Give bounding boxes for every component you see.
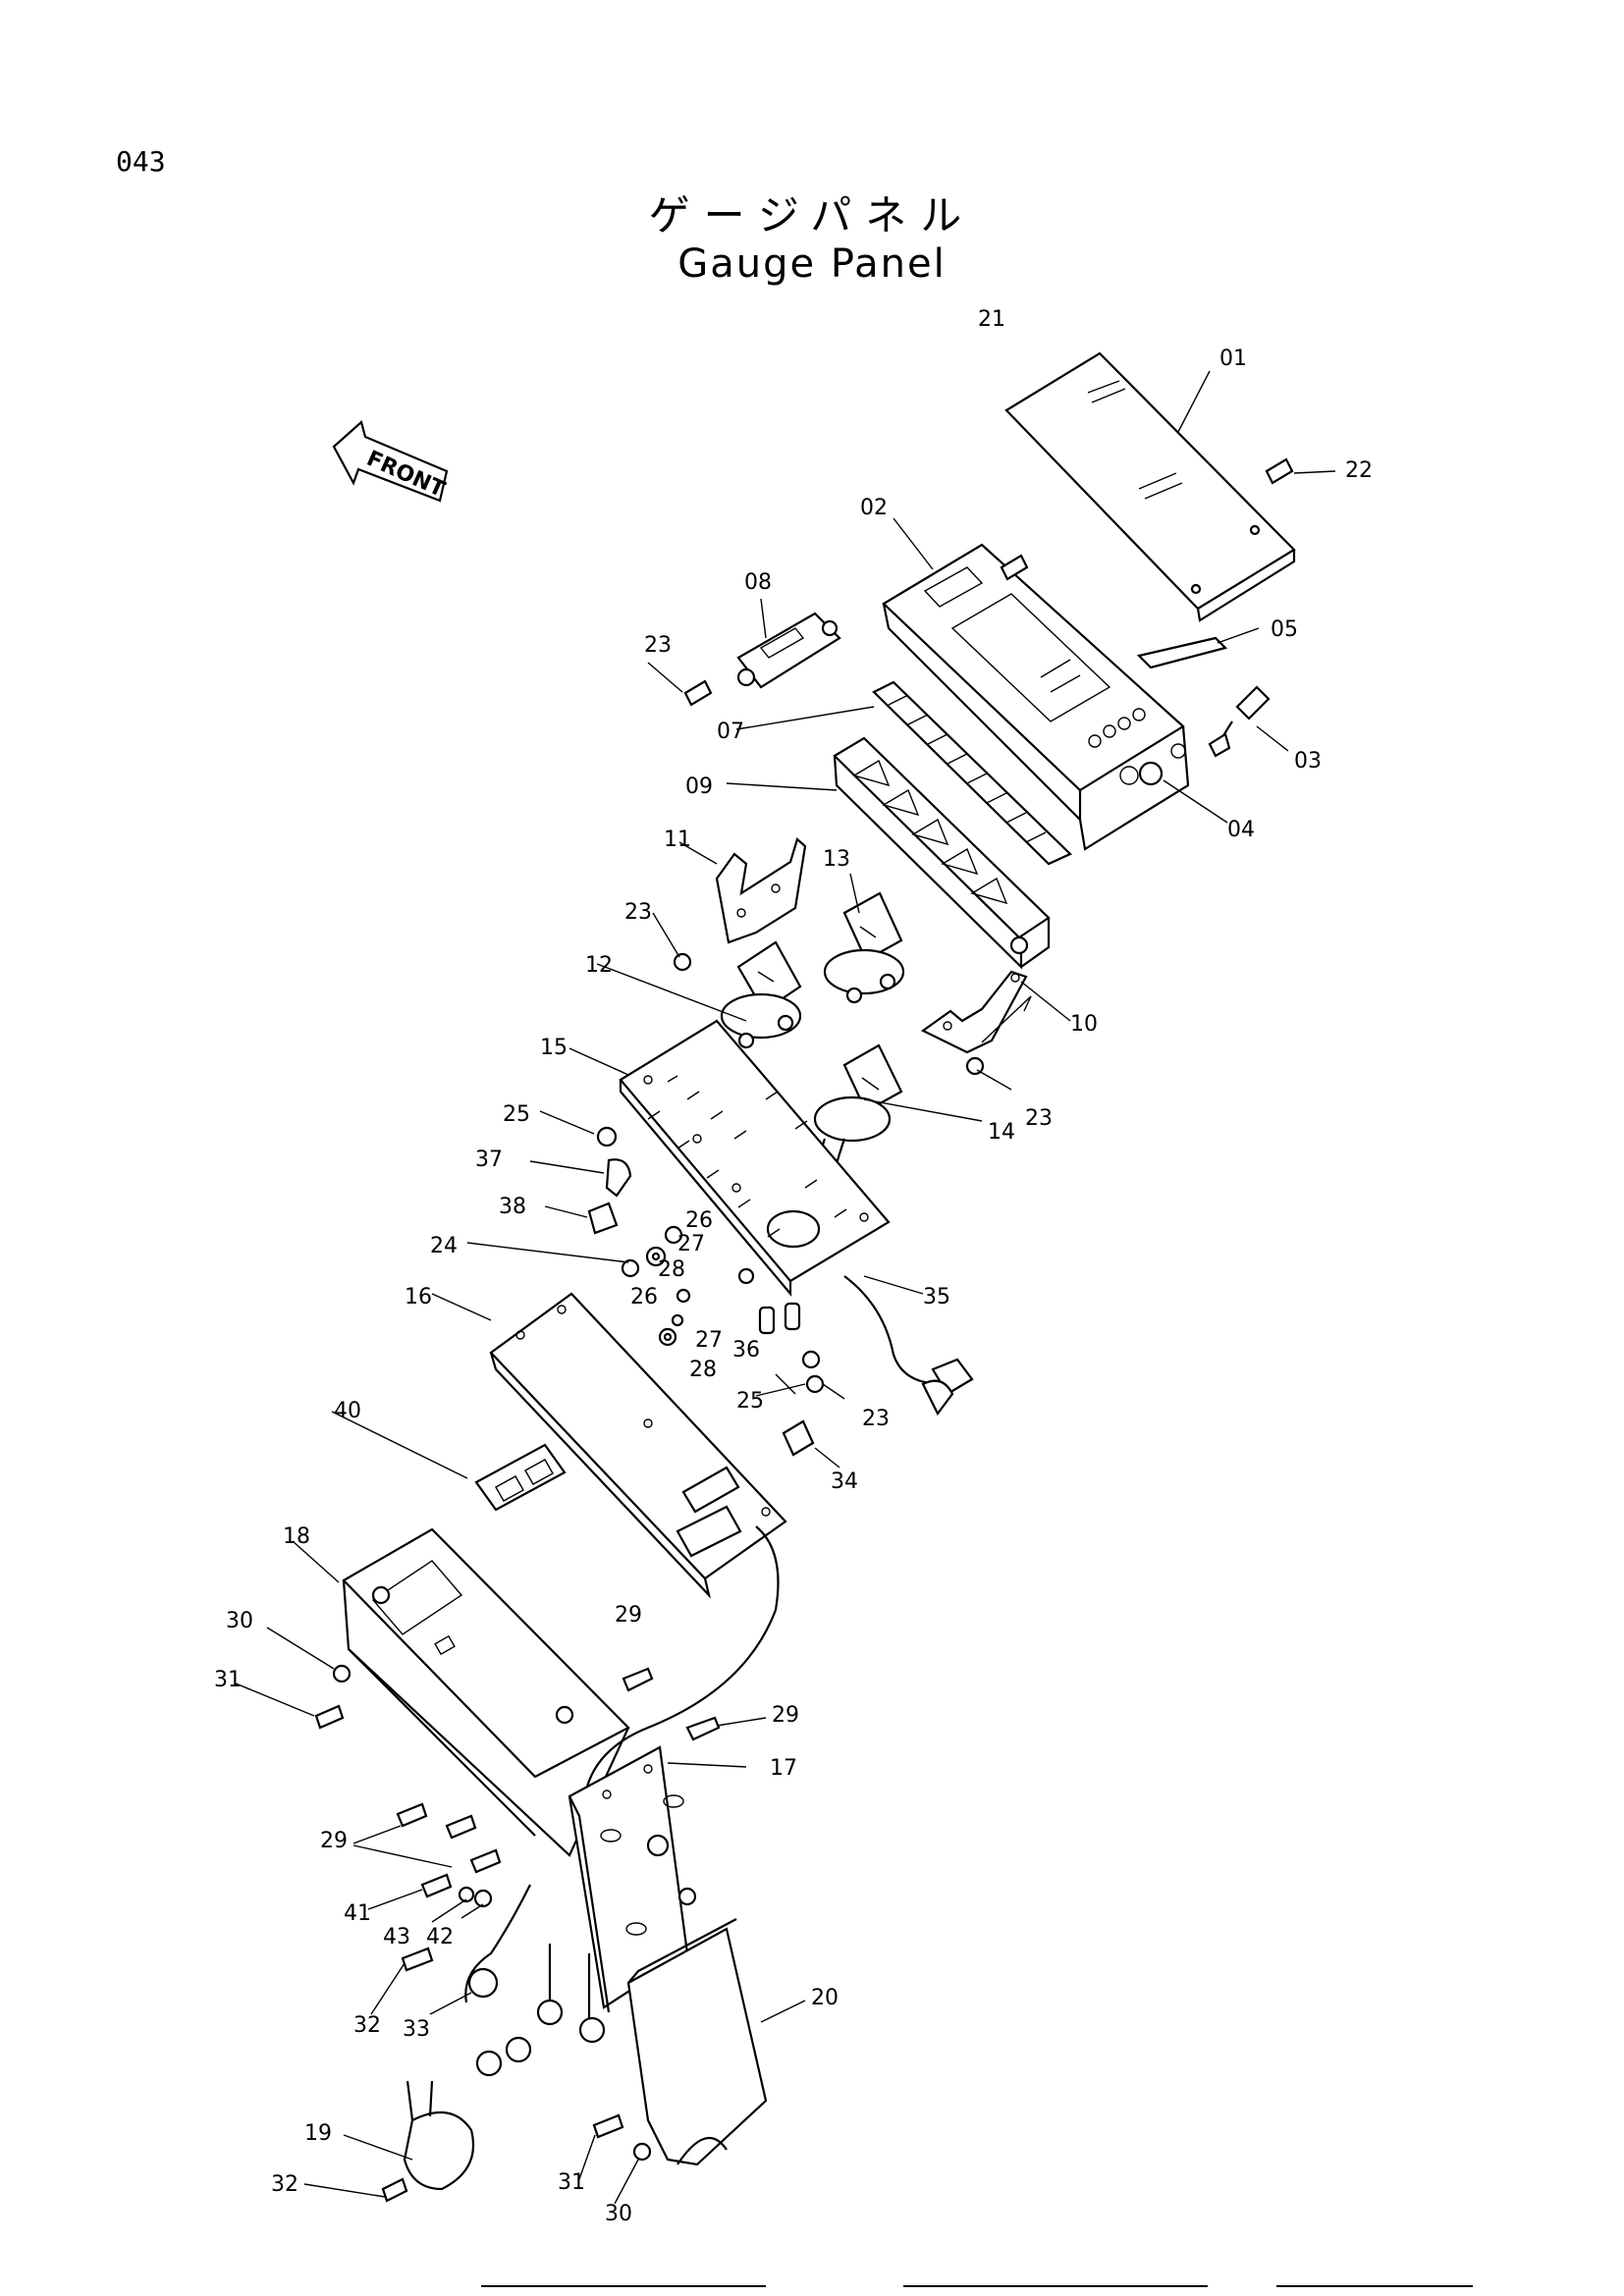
callout-26-a: 26 (685, 1208, 713, 1233)
part-14-gauge (798, 1043, 903, 1243)
callout-43: 43 (383, 1925, 410, 1949)
title-english: Gauge Panel (677, 241, 947, 287)
callout-13: 13 (823, 847, 850, 872)
footer-rule (481, 2285, 766, 2287)
callout-14: 14 (988, 1120, 1015, 1145)
title-japanese: ゲージパネル (648, 191, 976, 240)
callout-25-b: 25 (736, 1389, 764, 1414)
part-05-label-strip (1136, 636, 1228, 669)
callout-02: 02 (860, 496, 888, 520)
callout-28-a: 28 (658, 1257, 685, 1282)
callout-37: 37 (475, 1148, 503, 1172)
callout-12: 12 (585, 953, 613, 978)
callout-23-d: 23 (862, 1407, 890, 1431)
callout-40: 40 (334, 1399, 361, 1423)
front-arrow: FRONT (332, 419, 449, 503)
callout-29-b: 29 (772, 1703, 799, 1728)
callout-11: 11 (664, 828, 691, 852)
bolts-lower (314, 457, 1294, 2203)
part-12-gauge (720, 940, 802, 1049)
part-10-bracket (920, 970, 1028, 1054)
callout-23-c: 23 (1025, 1106, 1053, 1131)
callout-20: 20 (811, 1986, 839, 2010)
page-number: 043 (116, 145, 166, 178)
callout-24: 24 (430, 1234, 458, 1258)
callout-10: 10 (1070, 1012, 1098, 1037)
callout-23-a: 23 (644, 633, 672, 658)
callout-33: 33 (403, 2017, 430, 2042)
callout-03: 03 (1294, 749, 1322, 774)
part-08-switch-bracket (736, 612, 841, 689)
callout-09: 09 (685, 774, 713, 799)
callout-04: 04 (1227, 818, 1255, 842)
callout-38: 38 (499, 1195, 526, 1219)
part-11-bracket (715, 837, 807, 944)
callout-26-b: 26 (630, 1285, 658, 1309)
callout-15: 15 (540, 1036, 568, 1060)
callout-36: 36 (732, 1338, 760, 1362)
callout-31-a: 31 (214, 1668, 242, 1692)
callout-05: 05 (1271, 617, 1298, 642)
callout-22: 22 (1345, 458, 1373, 483)
part-40-switch (474, 1443, 567, 1512)
callout-labels: 01 02 03 04 05 07 08 09 10 11 12 13 14 1… (214, 307, 1373, 2226)
callout-28-b: 28 (689, 1358, 717, 1382)
callout-31-b: 31 (558, 2170, 585, 2195)
footer-rule (903, 2285, 1208, 2287)
callout-30-a: 30 (226, 1609, 253, 1633)
callout-16: 16 (405, 1285, 432, 1309)
part-15-base-plate (619, 1019, 891, 1298)
part-03-connector (1208, 685, 1271, 758)
part-17-bracket (568, 1745, 697, 2013)
part-07-indicator-strip (872, 680, 1072, 866)
footer-rule (1276, 2285, 1473, 2287)
callout-01: 01 (1219, 347, 1247, 371)
callout-34: 34 (831, 1469, 858, 1494)
callout-32-b: 32 (271, 2172, 298, 2197)
callout-42: 42 (426, 1925, 454, 1949)
callout-27-a: 27 (677, 1232, 705, 1256)
callout-21: 21 (978, 307, 1005, 332)
callout-41: 41 (344, 1901, 371, 1926)
leader-lines (235, 370, 1336, 2205)
lower-wiring (403, 1884, 606, 2191)
main-cable (585, 1525, 780, 1788)
part-01-cover-glass (1004, 351, 1296, 622)
callout-08: 08 (744, 570, 772, 595)
callout-32-a: 32 (353, 2013, 381, 2038)
part-20-cover (626, 1918, 768, 2166)
part-02-panel-housing (882, 543, 1190, 851)
callout-19: 19 (304, 2121, 332, 2146)
callout-29-a: 29 (615, 1603, 642, 1628)
harness-35-36 (737, 1267, 974, 1457)
part-09-lamp-holder (833, 736, 1051, 970)
part-16-lower-board (489, 1292, 787, 1599)
callout-23-b: 23 (624, 900, 652, 925)
callout-18: 18 (283, 1524, 310, 1549)
callout-17: 17 (770, 1756, 797, 1781)
callout-29-c: 29 (320, 1829, 348, 1853)
callout-07: 07 (717, 720, 744, 744)
callout-27-b: 27 (695, 1328, 723, 1353)
small-hardware-left (587, 1126, 691, 1347)
callout-30-b: 30 (605, 2202, 632, 2226)
callout-35: 35 (923, 1285, 950, 1309)
part-13-gauge (823, 891, 905, 1004)
callout-25-a: 25 (503, 1102, 530, 1127)
